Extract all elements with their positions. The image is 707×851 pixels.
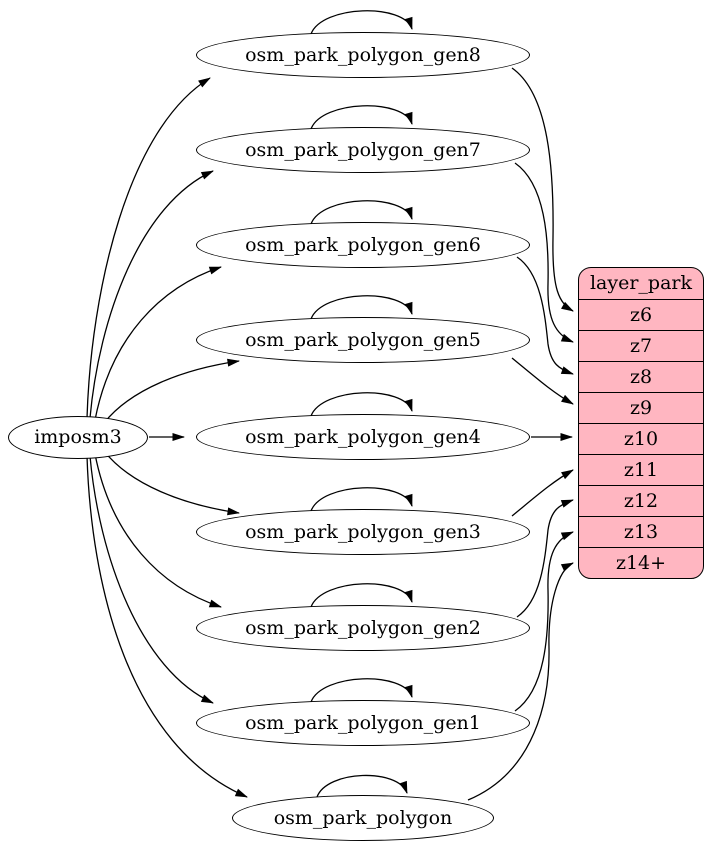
edge-gen1-z13	[514, 531, 574, 712]
self-loop-gen3	[310, 487, 413, 512]
edge-imposm3-gen1	[89, 455, 214, 704]
layer-park-row-z14: z14+	[579, 547, 703, 578]
edge-imposm3-gen6	[94, 266, 222, 421]
edge-imposm3-polygon	[86, 455, 248, 798]
layer-park-row-z9: z9	[579, 392, 703, 423]
node-label: osm_park_polygon_gen1	[245, 711, 481, 734]
layer-park-row-z13: z13	[579, 516, 703, 547]
self-loop-gen2	[310, 583, 413, 608]
edge-imposm3-gen5	[103, 358, 240, 424]
node-label: osm_park_polygon_gen2	[245, 616, 481, 639]
edge-imposm3-gen8	[86, 77, 211, 419]
node-label: osm_park_polygon_gen7	[245, 138, 481, 161]
edge-imposm3-gen7	[89, 170, 214, 419]
node-osm-park-polygon-gen1: osm_park_polygon_gen1	[196, 700, 530, 746]
edge-gen6-z8	[516, 256, 574, 375]
edge-gen7-z7	[514, 162, 574, 343]
node-label: osm_park_polygon	[273, 806, 453, 829]
node-label: osm_park_polygon_gen3	[245, 520, 481, 543]
node-osm-park-polygon-gen5: osm_park_polygon_gen5	[196, 317, 530, 363]
node-osm-park-polygon-gen6: osm_park_polygon_gen6	[196, 222, 530, 268]
self-loop-polygon	[316, 774, 408, 798]
edge-gen3-z11	[511, 469, 574, 517]
layer-park-row-z10: z10	[579, 423, 703, 454]
layer-park-row-z6: z6	[579, 299, 703, 330]
node-osm-park-polygon-gen2: osm_park_polygon_gen2	[196, 605, 530, 651]
layer-park-table: layer_park z6 z7 z8 z9 z10 z11 z12 z13 z…	[578, 267, 704, 579]
self-loop-gen4	[310, 392, 413, 417]
edge-gen8-z6	[511, 67, 574, 312]
node-label: osm_park_polygon_gen4	[245, 425, 481, 448]
edge-gen2-z12	[516, 499, 574, 618]
layer-park-row-z8: z8	[579, 361, 703, 392]
node-osm-park-polygon: osm_park_polygon	[232, 795, 494, 841]
node-label: osm_park_polygon_gen6	[245, 233, 481, 256]
edge-polygon-z14	[467, 562, 574, 801]
layer-park-row-z11: z11	[579, 454, 703, 485]
edge-imposm3-gen2	[94, 453, 222, 608]
edge-gen5-z9	[511, 357, 574, 405]
layer-park-title: layer_park	[589, 272, 693, 294]
node-osm-park-polygon-gen7: osm_park_polygon_gen7	[196, 127, 530, 173]
self-loop-gen8	[310, 10, 413, 35]
node-osm-park-polygon-gen3: osm_park_polygon_gen3	[196, 509, 530, 555]
self-loop-gen1	[310, 678, 413, 703]
node-imposm3-label: imposm3	[34, 426, 122, 448]
self-loop-gen6	[310, 200, 413, 225]
node-label: osm_park_polygon_gen5	[245, 328, 481, 351]
self-loop-gen7	[310, 105, 413, 130]
layer-park-row-z12: z12	[579, 485, 703, 516]
layer-park-row-z7: z7	[579, 330, 703, 361]
node-label: osm_park_polygon_gen8	[245, 43, 481, 66]
node-osm-park-polygon-gen8: osm_park_polygon_gen8	[196, 32, 530, 78]
node-imposm3: imposm3	[8, 416, 148, 459]
edge-imposm3-gen3	[103, 450, 240, 516]
node-osm-park-polygon-gen4: osm_park_polygon_gen4	[196, 414, 530, 460]
self-loop-gen5	[310, 295, 413, 320]
